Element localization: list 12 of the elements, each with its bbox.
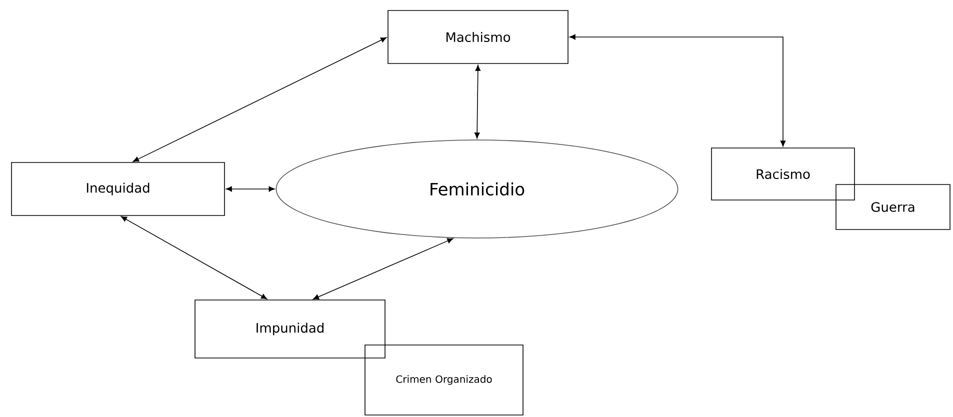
- arrow: [474, 64, 481, 139]
- concept-box: Impunidad: [194, 300, 386, 358]
- concept-box: Racismo: [711, 148, 855, 200]
- arrow: [312, 238, 454, 300]
- arrow: [226, 186, 275, 192]
- concept-box: Machismo: [388, 10, 568, 64]
- concept-box: Crimen Organizado: [364, 344, 524, 416]
- arrow: [569, 34, 786, 147]
- arrow: [132, 37, 387, 162]
- concept-box: Guerra: [836, 184, 950, 230]
- arrow: [120, 216, 268, 300]
- concept-box: Inequidad: [11, 162, 225, 216]
